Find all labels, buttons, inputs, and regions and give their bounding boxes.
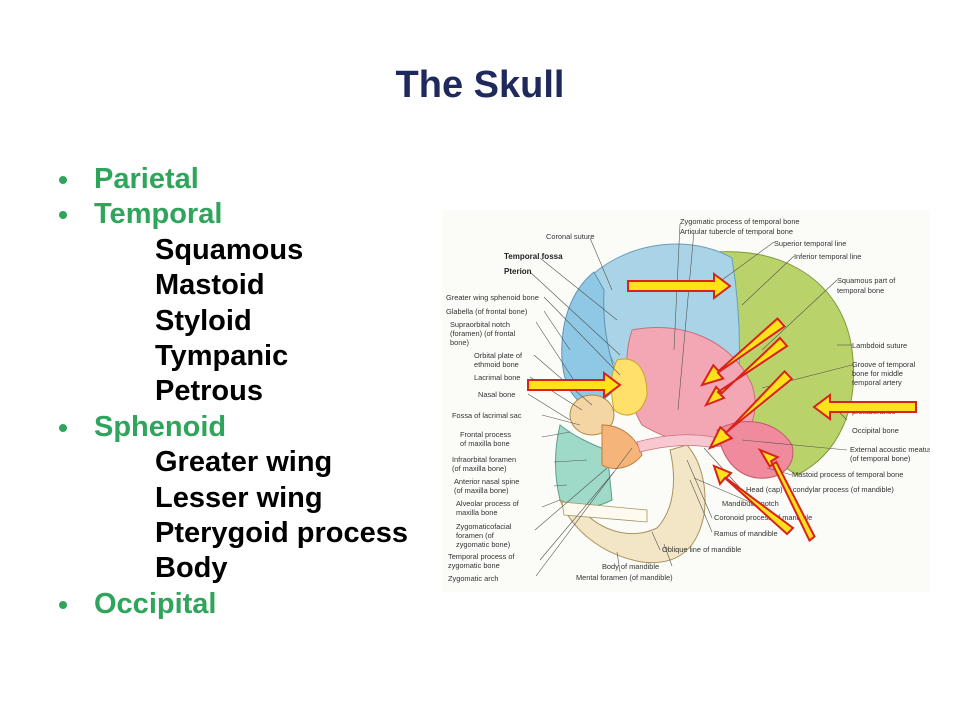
label-orbital-plate-1: Orbital plate of <box>474 351 523 360</box>
bullet-dot <box>59 176 67 184</box>
label-mandibular-notch: Mandibular notch <box>722 499 779 508</box>
skull-illustration: Zygomatic process of temporal bone Artic… <box>446 217 930 583</box>
label-zygomatic-process: Zygomatic process of temporal bone <box>680 217 800 226</box>
arrow-styloid <box>707 369 794 451</box>
mandible-shape <box>559 444 706 564</box>
highlight-arrows <box>527 272 917 543</box>
label-anterior-nasal-1: Anterior nasal spine <box>454 477 519 486</box>
label-mental-foramen: Mental foramen (of mandible) <box>576 573 673 582</box>
label-coronal-suture: Coronal suture <box>546 232 594 241</box>
label-external-acoustic-2: (of temporal bone) <box>850 454 910 463</box>
label-alveolar-2: maxilla bone <box>456 508 498 517</box>
label-inferior-temporal-line: Inferior temporal line <box>794 252 861 261</box>
label-temporal-process-1: Temporal process of <box>448 552 515 561</box>
label-zygomatic-arch: Zygomatic arch <box>448 574 499 583</box>
label-alveolar-1: Alveolar process of <box>456 499 520 508</box>
label-fossa-lacrimal: Fossa of lacrimal sac <box>452 411 522 420</box>
teeth-shape <box>561 501 648 523</box>
slide-title: The Skull <box>395 64 565 106</box>
label-supraorbital-2: (foramen) (of frontal <box>450 329 516 338</box>
label-groove-1: Groove of temporal <box>852 360 916 369</box>
sub-item-mastoid: Mastoid <box>155 269 265 302</box>
label-supraorbital-1: Supraorbital notch <box>450 320 510 329</box>
zygomatic-shape <box>601 424 643 469</box>
label-pterion: Pterion <box>504 267 532 276</box>
label-infraorbital-2: (of maxilla bone) <box>452 464 507 473</box>
label-squamous-part-1: Squamous part of <box>837 276 896 285</box>
arrow-squamous <box>699 317 786 387</box>
bullet-dot <box>59 600 67 609</box>
bullet-item-occipital: Occipital <box>56 587 456 622</box>
label-oblique-line: Oblique line of mandible <box>662 545 741 554</box>
bullet-dot <box>59 423 67 432</box>
bullet-label: Temporal <box>94 198 223 231</box>
label-groove-2: bone for middle <box>852 369 903 378</box>
arrow-right-sphenoid <box>527 371 622 399</box>
label-temporal-process-2: zygomatic bone <box>448 561 500 570</box>
label-zygomaticofacial-1: Zygomaticofacial <box>456 522 512 531</box>
label-body-mandible: Body of mandible <box>602 562 659 571</box>
label-zygomaticofacial-3: zygomatic bone) <box>456 540 510 549</box>
bullet-label: Sphenoid <box>94 410 227 443</box>
label-occipital-bone: Occipital bone <box>852 426 899 435</box>
label-temporal-fossa: Temporal fossa <box>504 252 563 261</box>
label-lacrimal: Lacrimal bone <box>474 373 520 382</box>
sub-item-styloid: Styloid <box>155 304 252 337</box>
label-nasal: Nasal bone <box>478 390 515 399</box>
bullet-item-temporal: Temporal <box>56 197 456 232</box>
label-external-acoustic-1: External acoustic meatus <box>850 445 930 454</box>
label-mastoid-process: Mastoid process of temporal bone <box>792 470 903 479</box>
label-supraorbital-3: bone) <box>450 338 469 347</box>
sub-item-tympanic: Tympanic <box>155 339 289 372</box>
sub-item-body: Body <box>155 552 228 585</box>
arrow-right-parietal <box>627 272 732 300</box>
arrow-tympanic <box>703 336 789 407</box>
label-infraorbital-1: Infraorbital foramen <box>452 455 516 464</box>
label-articular-tubercle: Articular tubercle of temporal bone <box>680 227 793 236</box>
arrow-petrous <box>712 464 795 536</box>
sub-item-greater-wing: Greater wing <box>155 446 333 479</box>
label-ramus: Ramus of mandible <box>714 529 778 538</box>
label-frontal-process-1: Frontal process <box>460 430 511 439</box>
label-groove-3: temporal artery <box>852 378 902 387</box>
arrow-left-occipital <box>812 393 917 421</box>
bullet-item-sphenoid: Sphenoid <box>56 410 456 445</box>
label-head-condylar: Head (cap) of condylar process (of mandi… <box>746 485 894 494</box>
label-orbital-plate-2: ethmoid bone <box>474 360 519 369</box>
sub-item-pterygoid-process: Pterygoid process <box>155 516 409 549</box>
sub-item-squamous: Squamous <box>155 233 304 266</box>
label-greater-wing: Greater wing sphenoid bone <box>446 293 539 302</box>
bullet-dot <box>59 211 67 220</box>
sub-item-lesser-wing: Lesser wing <box>155 481 323 514</box>
label-lambdoid: Lambdoid suture <box>852 341 907 350</box>
sub-item-petrous: Petrous <box>155 375 263 408</box>
bullet-label: Occipital <box>94 587 217 620</box>
label-coronoid: Coronoid process of mandible <box>714 513 812 522</box>
label-squamous-part-2: temporal bone <box>837 286 884 295</box>
bullet-item-parietal: Parietal <box>56 162 456 197</box>
label-superior-temporal-line: Superior temporal line <box>774 239 846 248</box>
bullet-label: Parietal <box>94 163 199 195</box>
label-anterior-nasal-2: (of maxilla bone) <box>454 486 509 495</box>
label-frontal-process-2: of maxilla bone <box>460 439 510 448</box>
label-glabella: Glabella (of frontal bone) <box>446 307 527 316</box>
arrow-mastoid <box>757 447 816 543</box>
skull-diagram: Zygomatic process of temporal bone Artic… <box>442 210 930 592</box>
bullet-list: Parietal Temporal Squamous Mastoid Stylo… <box>56 162 456 622</box>
label-zygomaticofacial-2: foramen (of <box>456 531 495 540</box>
